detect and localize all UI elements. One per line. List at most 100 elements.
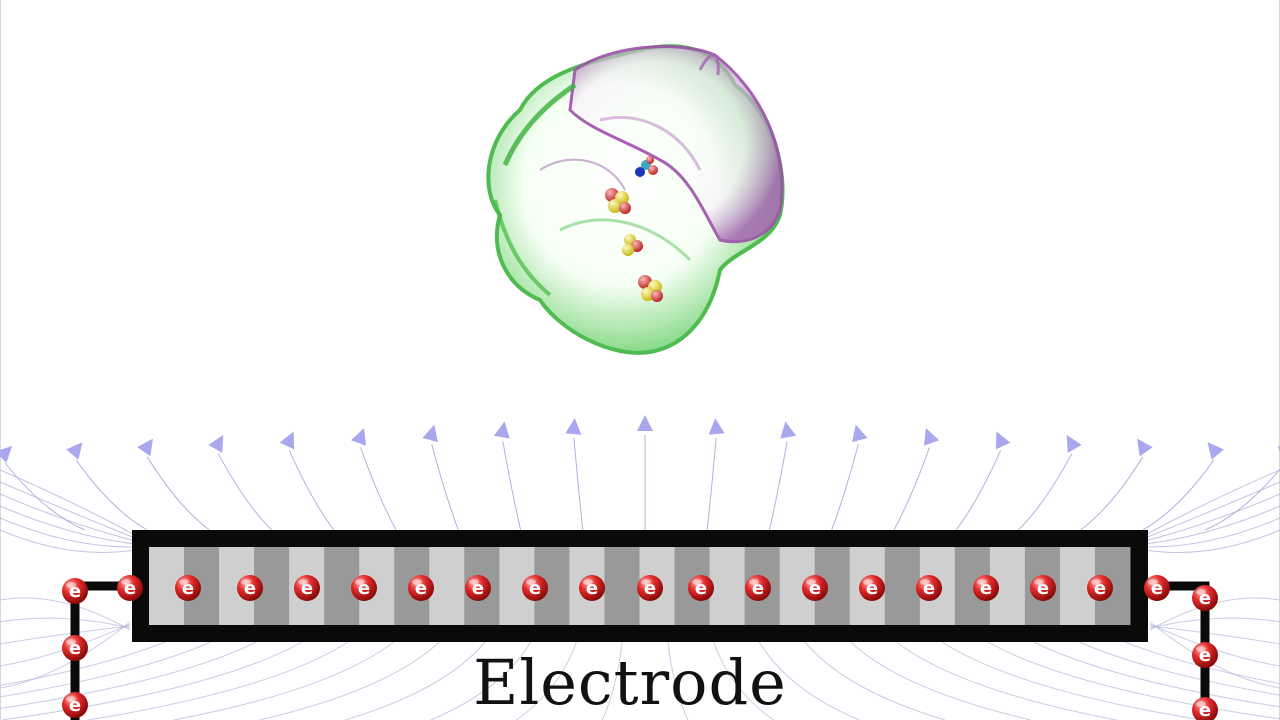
field-line <box>217 453 273 531</box>
field-line <box>573 438 584 531</box>
field-line <box>1142 459 1215 531</box>
electrode-strip <box>709 547 746 625</box>
field-arrow-icon <box>0 445 13 463</box>
field-line <box>0 469 136 536</box>
field-line <box>0 617 131 629</box>
electrode-label: Electrode <box>473 646 787 719</box>
field-line <box>0 481 136 539</box>
field-line <box>601 641 623 720</box>
electron-symbol: e <box>358 578 370 599</box>
electron-icon: e <box>1192 697 1218 720</box>
field-line <box>288 450 335 531</box>
field-line <box>173 641 394 720</box>
electron-icon: e <box>62 692 88 718</box>
field-line <box>502 441 522 531</box>
field-line <box>259 641 440 720</box>
field-line <box>1080 456 1144 531</box>
electron-symbol: e <box>124 578 136 599</box>
field-arrow-icon <box>279 431 295 450</box>
electron-icon: e <box>465 575 491 601</box>
electron-symbol: e <box>586 578 598 599</box>
field-line <box>1149 625 1280 645</box>
electron-icon: e <box>1087 575 1113 601</box>
electron-icon: e <box>351 575 377 601</box>
field-line <box>516 641 577 720</box>
field-line <box>0 641 166 686</box>
field-line <box>667 641 689 720</box>
field-line <box>1033 641 1280 708</box>
electrode-strip <box>884 547 921 625</box>
field-line <box>1144 529 1280 553</box>
field-arrow-icon <box>66 442 83 460</box>
electron-symbol: e <box>644 578 656 599</box>
electron-symbol: e <box>1199 700 1211 720</box>
field-arrow-icon <box>708 418 725 435</box>
field-arrows <box>0 415 1280 463</box>
field-arrow-icon <box>995 431 1011 450</box>
electron-icon: e <box>175 575 201 601</box>
field-line <box>431 444 459 531</box>
field-line <box>987 641 1280 720</box>
field-line <box>1144 517 1280 548</box>
field-line <box>713 641 774 720</box>
electrode-strip <box>604 547 640 625</box>
field-line <box>2 641 303 720</box>
field-line <box>344 641 486 720</box>
electron-symbol: e <box>1151 578 1163 599</box>
field-line <box>87 641 349 720</box>
field-line <box>1144 505 1280 545</box>
field-line <box>0 641 257 709</box>
field-line <box>941 641 1203 720</box>
field-line <box>893 447 930 531</box>
field-line <box>0 641 211 698</box>
electron-icon: e <box>62 578 88 604</box>
field-line <box>831 444 859 531</box>
electrode-strip <box>429 547 465 625</box>
field-line <box>146 456 210 531</box>
field-line <box>0 529 136 553</box>
field-line <box>1149 597 1280 631</box>
electron-symbol: e <box>415 578 427 599</box>
field-line <box>1124 641 1280 685</box>
electron-icon: e <box>62 635 88 661</box>
field-line <box>360 447 397 531</box>
electron-icon: e <box>745 575 771 601</box>
field-line <box>0 493 136 542</box>
field-line <box>1079 641 1280 696</box>
electron-icon: e <box>1192 585 1218 611</box>
field-arrow-icon <box>565 418 582 435</box>
electron-icon: e <box>637 575 663 601</box>
electron-symbol: e <box>182 578 194 599</box>
field-line <box>1204 468 1280 531</box>
electron-icon: e <box>237 575 263 601</box>
electron-icon: e <box>1144 575 1170 601</box>
electron-symbol: e <box>1094 578 1106 599</box>
electron-symbol: e <box>1199 588 1211 609</box>
electron-icon: e <box>117 575 143 601</box>
field-arrow-icon <box>137 438 153 457</box>
field-arrow-icon <box>780 421 797 439</box>
electron-symbol: e <box>752 578 764 599</box>
electrode-strips <box>149 547 1131 625</box>
field-line <box>1149 621 1280 689</box>
field-line <box>1149 623 1280 667</box>
field-line <box>1144 469 1280 536</box>
electron-symbol: e <box>301 578 313 599</box>
field-arrow-icon <box>852 424 868 443</box>
field-line <box>768 441 788 531</box>
field-line <box>1017 453 1073 531</box>
electron-icon: e <box>579 575 605 601</box>
field-line <box>0 625 131 645</box>
electron-icon: e <box>1030 575 1056 601</box>
field-line <box>0 505 136 545</box>
field-arrow-icon <box>351 428 367 446</box>
field-arrow-icon <box>637 415 653 431</box>
field-line <box>430 641 532 720</box>
electron-icon: e <box>294 575 320 601</box>
field-line <box>1144 493 1280 542</box>
field-line <box>4 462 86 531</box>
electron-icon: e <box>688 575 714 601</box>
field-line <box>804 641 946 720</box>
